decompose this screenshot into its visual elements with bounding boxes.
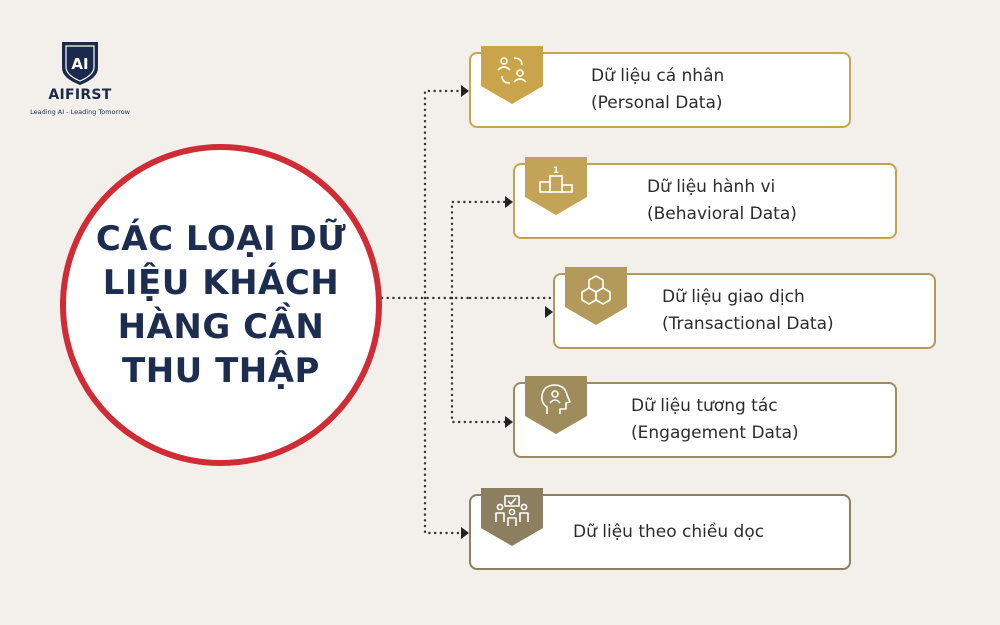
people-exchange-icon — [481, 46, 543, 104]
central-topic-circle: CÁC LOẠI DỮ LIỆU KHÁCH HÀNG CẦN THU THẬP — [60, 144, 382, 466]
card-label-line2: (Behavioral Data) — [647, 204, 797, 224]
card-label-line1: Dữ liệu giao dịch — [662, 287, 805, 307]
head-profile-icon — [525, 376, 587, 434]
data-type-card-transactional: Dữ liệu giao dịch (Transactional Data) — [553, 267, 936, 349]
arrowhead-4 — [505, 416, 513, 428]
shield-logo-icon: AI — [62, 42, 98, 85]
data-type-card-personal: Dữ liệu cá nhân (Personal Data) — [469, 46, 851, 128]
data-type-card-behavioral: 1 Dữ liệu hành vi (Behavioral Data) — [513, 157, 897, 239]
card-label-line2: (Engagement Data) — [631, 423, 799, 443]
card-label-line1: Dữ liệu tương tác — [631, 396, 778, 416]
arrowhead-1 — [461, 85, 469, 97]
data-type-card-engagement: Dữ liệu tương tác (Engagement Data) — [513, 376, 897, 458]
arrowhead-5 — [461, 527, 469, 539]
arrowhead-3 — [545, 306, 553, 318]
podium-icon: 1 — [525, 157, 587, 215]
team-vote-icon — [481, 488, 543, 546]
svg-text:AI: AI — [71, 55, 88, 73]
brand-logo: AI AIFIRST Leading AI - Leading Tomorrow — [0, 0, 160, 130]
central-topic-title: CÁC LOẠI DỮ LIỆU KHÁCH HÀNG CẦN THU THẬP — [95, 219, 347, 391]
brand-tagline: Leading AI - Leading Tomorrow — [30, 108, 130, 116]
svg-text:1: 1 — [553, 166, 559, 176]
cubes-icon — [565, 267, 627, 325]
card-label-line1: Dữ liệu cá nhân — [591, 66, 725, 86]
card-label-line2: (Transactional Data) — [662, 314, 834, 334]
data-type-card-longitudinal: Dữ liệu theo chiều dọc — [469, 488, 851, 570]
card-label-line1: Dữ liệu hành vi — [647, 177, 776, 197]
brand-name: AIFIRST — [48, 87, 112, 103]
card-label-line2: (Personal Data) — [591, 93, 723, 113]
card-label-line1: Dữ liệu theo chiều dọc — [573, 521, 765, 542]
arrowhead-2 — [505, 196, 513, 208]
